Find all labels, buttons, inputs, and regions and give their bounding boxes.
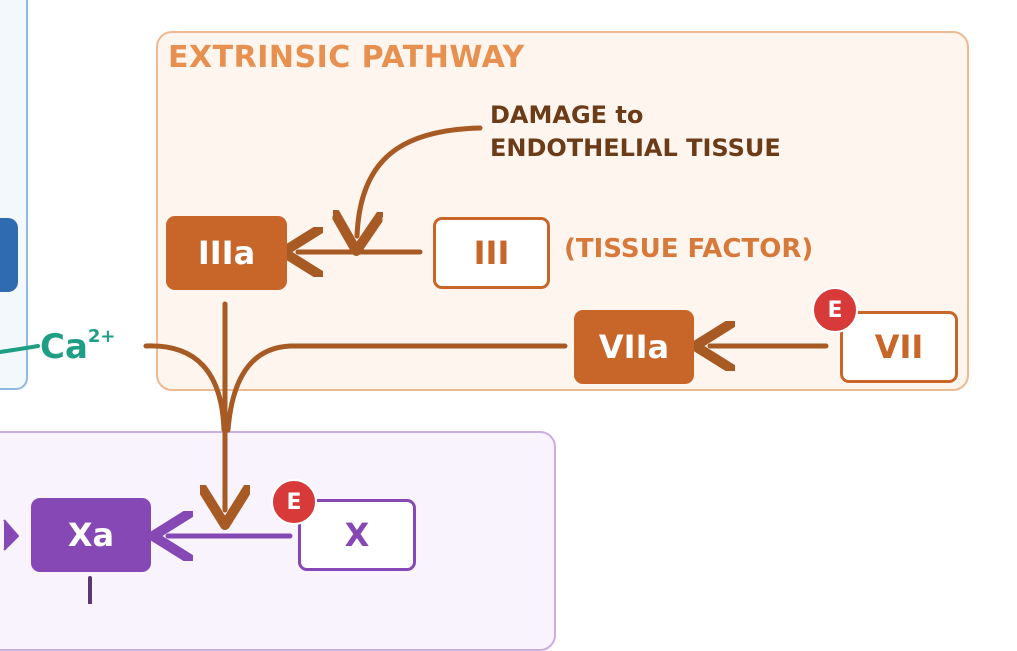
damage-label-line1: DAMAGE to	[490, 101, 644, 129]
calcium-charge: 2+	[87, 326, 116, 347]
VIIa-merge-line	[225, 343, 568, 433]
calcium-ion-label: Ca2+	[40, 326, 116, 367]
pathway-connectors	[0, 125, 829, 604]
damage-to-IIIa-arrow	[357, 125, 483, 236]
factor-VII-node: VII	[840, 311, 958, 383]
tissue-factor-label: (TISSUE FACTOR)	[564, 234, 814, 264]
calcium-merge-line	[143, 343, 227, 433]
damage-label: DAMAGE to ENDOTHELIAL TISSUE	[490, 99, 781, 165]
intrinsic-pathway-panel	[0, 0, 28, 390]
enzyme-badge-X: E	[271, 479, 317, 525]
Xa-left-arrowhead	[3, 519, 19, 551]
intrinsic-factor-node	[0, 218, 18, 292]
factor-III-node: III	[433, 217, 550, 289]
factor-IIIa-node: IIIa	[166, 216, 287, 290]
extrinsic-pathway-title: EXTRINSIC PATHWAY	[168, 40, 525, 75]
calcium-symbol: Ca	[40, 327, 88, 367]
calcium-input-line	[0, 344, 40, 354]
factor-X-node: X	[298, 499, 416, 571]
factor-VIIa-node: VIIa	[574, 310, 694, 384]
damage-label-line2: ENDOTHELIAL TISSUE	[490, 134, 781, 162]
factor-Xa-node: Xa	[31, 498, 151, 572]
enzyme-badge-VII: E	[812, 287, 858, 333]
